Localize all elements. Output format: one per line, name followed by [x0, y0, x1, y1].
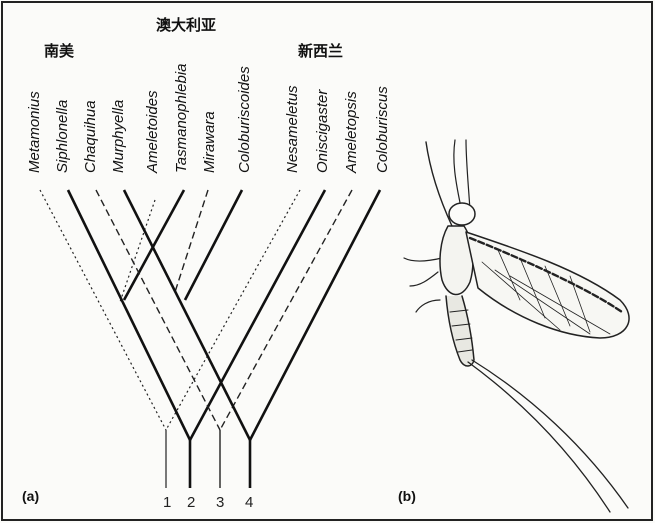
- mayfly-illustration: [0, 0, 655, 523]
- figure-canvas: 南美 澳大利亚 新西兰 Metamonius Siphlonella Chaqu…: [0, 0, 655, 523]
